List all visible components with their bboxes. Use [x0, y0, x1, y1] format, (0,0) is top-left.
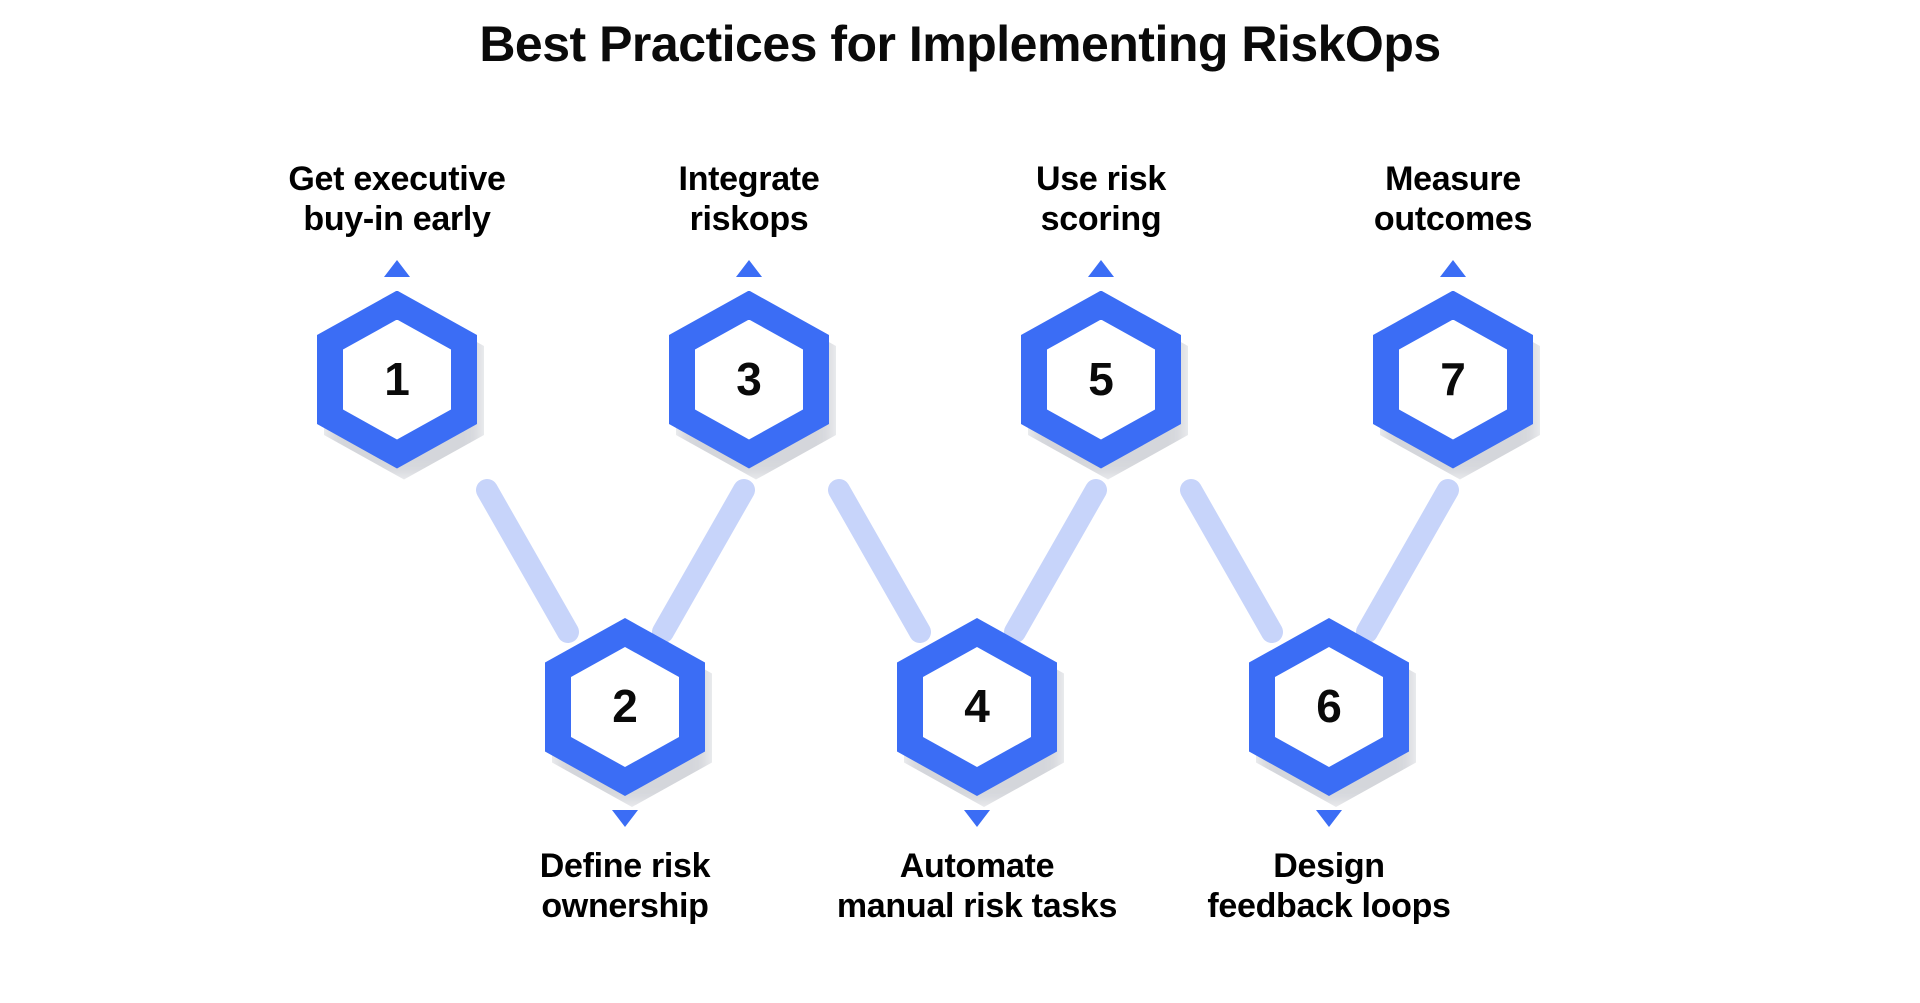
- step-label-1-line2: buy-in early: [303, 199, 491, 238]
- hexagon-3[interactable]: 3: [669, 290, 836, 480]
- hexagon-1[interactable]: 1: [317, 290, 484, 480]
- step-label-5: Use risk scoring: [971, 160, 1231, 240]
- step-label-2-line1: Define risk: [539, 847, 711, 885]
- hexagon-4[interactable]: 4: [897, 618, 1064, 807]
- step-number-6: 6: [1316, 680, 1342, 732]
- connector-6-7: [1356, 479, 1459, 643]
- hexagon-core-5: 5: [1047, 319, 1155, 440]
- step-node-3[interactable]: Integrate riskops 3: [649, 160, 849, 480]
- hexagon-core-6: 6: [1275, 647, 1383, 767]
- step-label-5-line1: Use risk: [1036, 160, 1166, 198]
- step-label-6: Design feedback loops: [1189, 847, 1469, 927]
- step-label-1: Get executive buy-in early: [267, 160, 527, 240]
- step-label-2-line2: ownership: [541, 886, 709, 925]
- step-node-6[interactable]: 6 Design feedback loops: [1207, 618, 1451, 927]
- hexagon-core-2: 2: [571, 647, 679, 767]
- step-number-2: 2: [612, 680, 638, 732]
- step-label-1-line1: Get executive: [288, 160, 506, 198]
- step-label-2: Define risk ownership: [495, 847, 755, 927]
- step-number-1: 1: [384, 352, 410, 405]
- step-number-7: 7: [1440, 352, 1466, 405]
- connector-2-3: [652, 479, 755, 643]
- step-node-5[interactable]: Use risk scoring 5: [1001, 160, 1201, 480]
- step-node-4[interactable]: 4 Automate manual risk tasks: [837, 618, 1117, 927]
- triangle-up-icon-1: [384, 259, 410, 277]
- step-number-4: 4: [964, 680, 990, 732]
- triangle-up-icon-5: [1088, 259, 1114, 277]
- hexagon-5[interactable]: 5: [1021, 290, 1188, 480]
- connector-5-6: [1180, 479, 1283, 643]
- hexagon-core-7: 7: [1399, 319, 1507, 440]
- triangle-up-icon-3: [736, 259, 762, 277]
- step-label-7: Measure outcomes: [1323, 160, 1583, 240]
- hexagon-core-4: 4: [923, 647, 1031, 767]
- step-label-5-line2: scoring: [1040, 199, 1162, 238]
- step-label-4-line1: Automate: [899, 847, 1055, 885]
- step-label-7-line2: outcomes: [1373, 199, 1533, 238]
- step-node-1[interactable]: Get executive buy-in early 1: [288, 160, 506, 480]
- step-label-6-line1: Design: [1273, 847, 1385, 885]
- hexagon-7[interactable]: 7: [1373, 290, 1540, 480]
- step-label-3-line1: Integrate: [678, 160, 820, 198]
- hexagon-core-1: 1: [343, 319, 451, 440]
- step-label-4: Automate manual risk tasks: [827, 847, 1127, 927]
- triangle-down-icon-6: [1316, 810, 1342, 827]
- step-label-7-line1: Measure: [1385, 160, 1521, 198]
- step-node-2[interactable]: 2 Define risk ownership: [525, 618, 725, 927]
- triangle-down-icon-2: [612, 810, 638, 827]
- step-label-4-line2: manual risk tasks: [836, 886, 1118, 925]
- page-title: Best Practices for Implementing RiskOps: [479, 16, 1441, 72]
- hexagon-2[interactable]: 2: [545, 618, 712, 807]
- step-label-3-line2: riskops: [689, 199, 809, 238]
- triangle-down-icon-4: [964, 810, 990, 827]
- step-number-3: 3: [736, 352, 762, 405]
- step-label-3: Integrate riskops: [619, 160, 879, 240]
- hexagon-6[interactable]: 6: [1249, 618, 1416, 807]
- connector-4-5: [1004, 479, 1107, 643]
- connector-3-4: [828, 479, 931, 643]
- triangle-up-icon-7: [1440, 259, 1466, 277]
- step-label-6-line2: feedback loops: [1207, 886, 1451, 925]
- connector-1-2: [476, 479, 579, 643]
- hexagon-core-3: 3: [695, 319, 803, 440]
- step-number-5: 5: [1088, 352, 1114, 405]
- step-node-7[interactable]: Measure outcomes 7: [1353, 160, 1553, 480]
